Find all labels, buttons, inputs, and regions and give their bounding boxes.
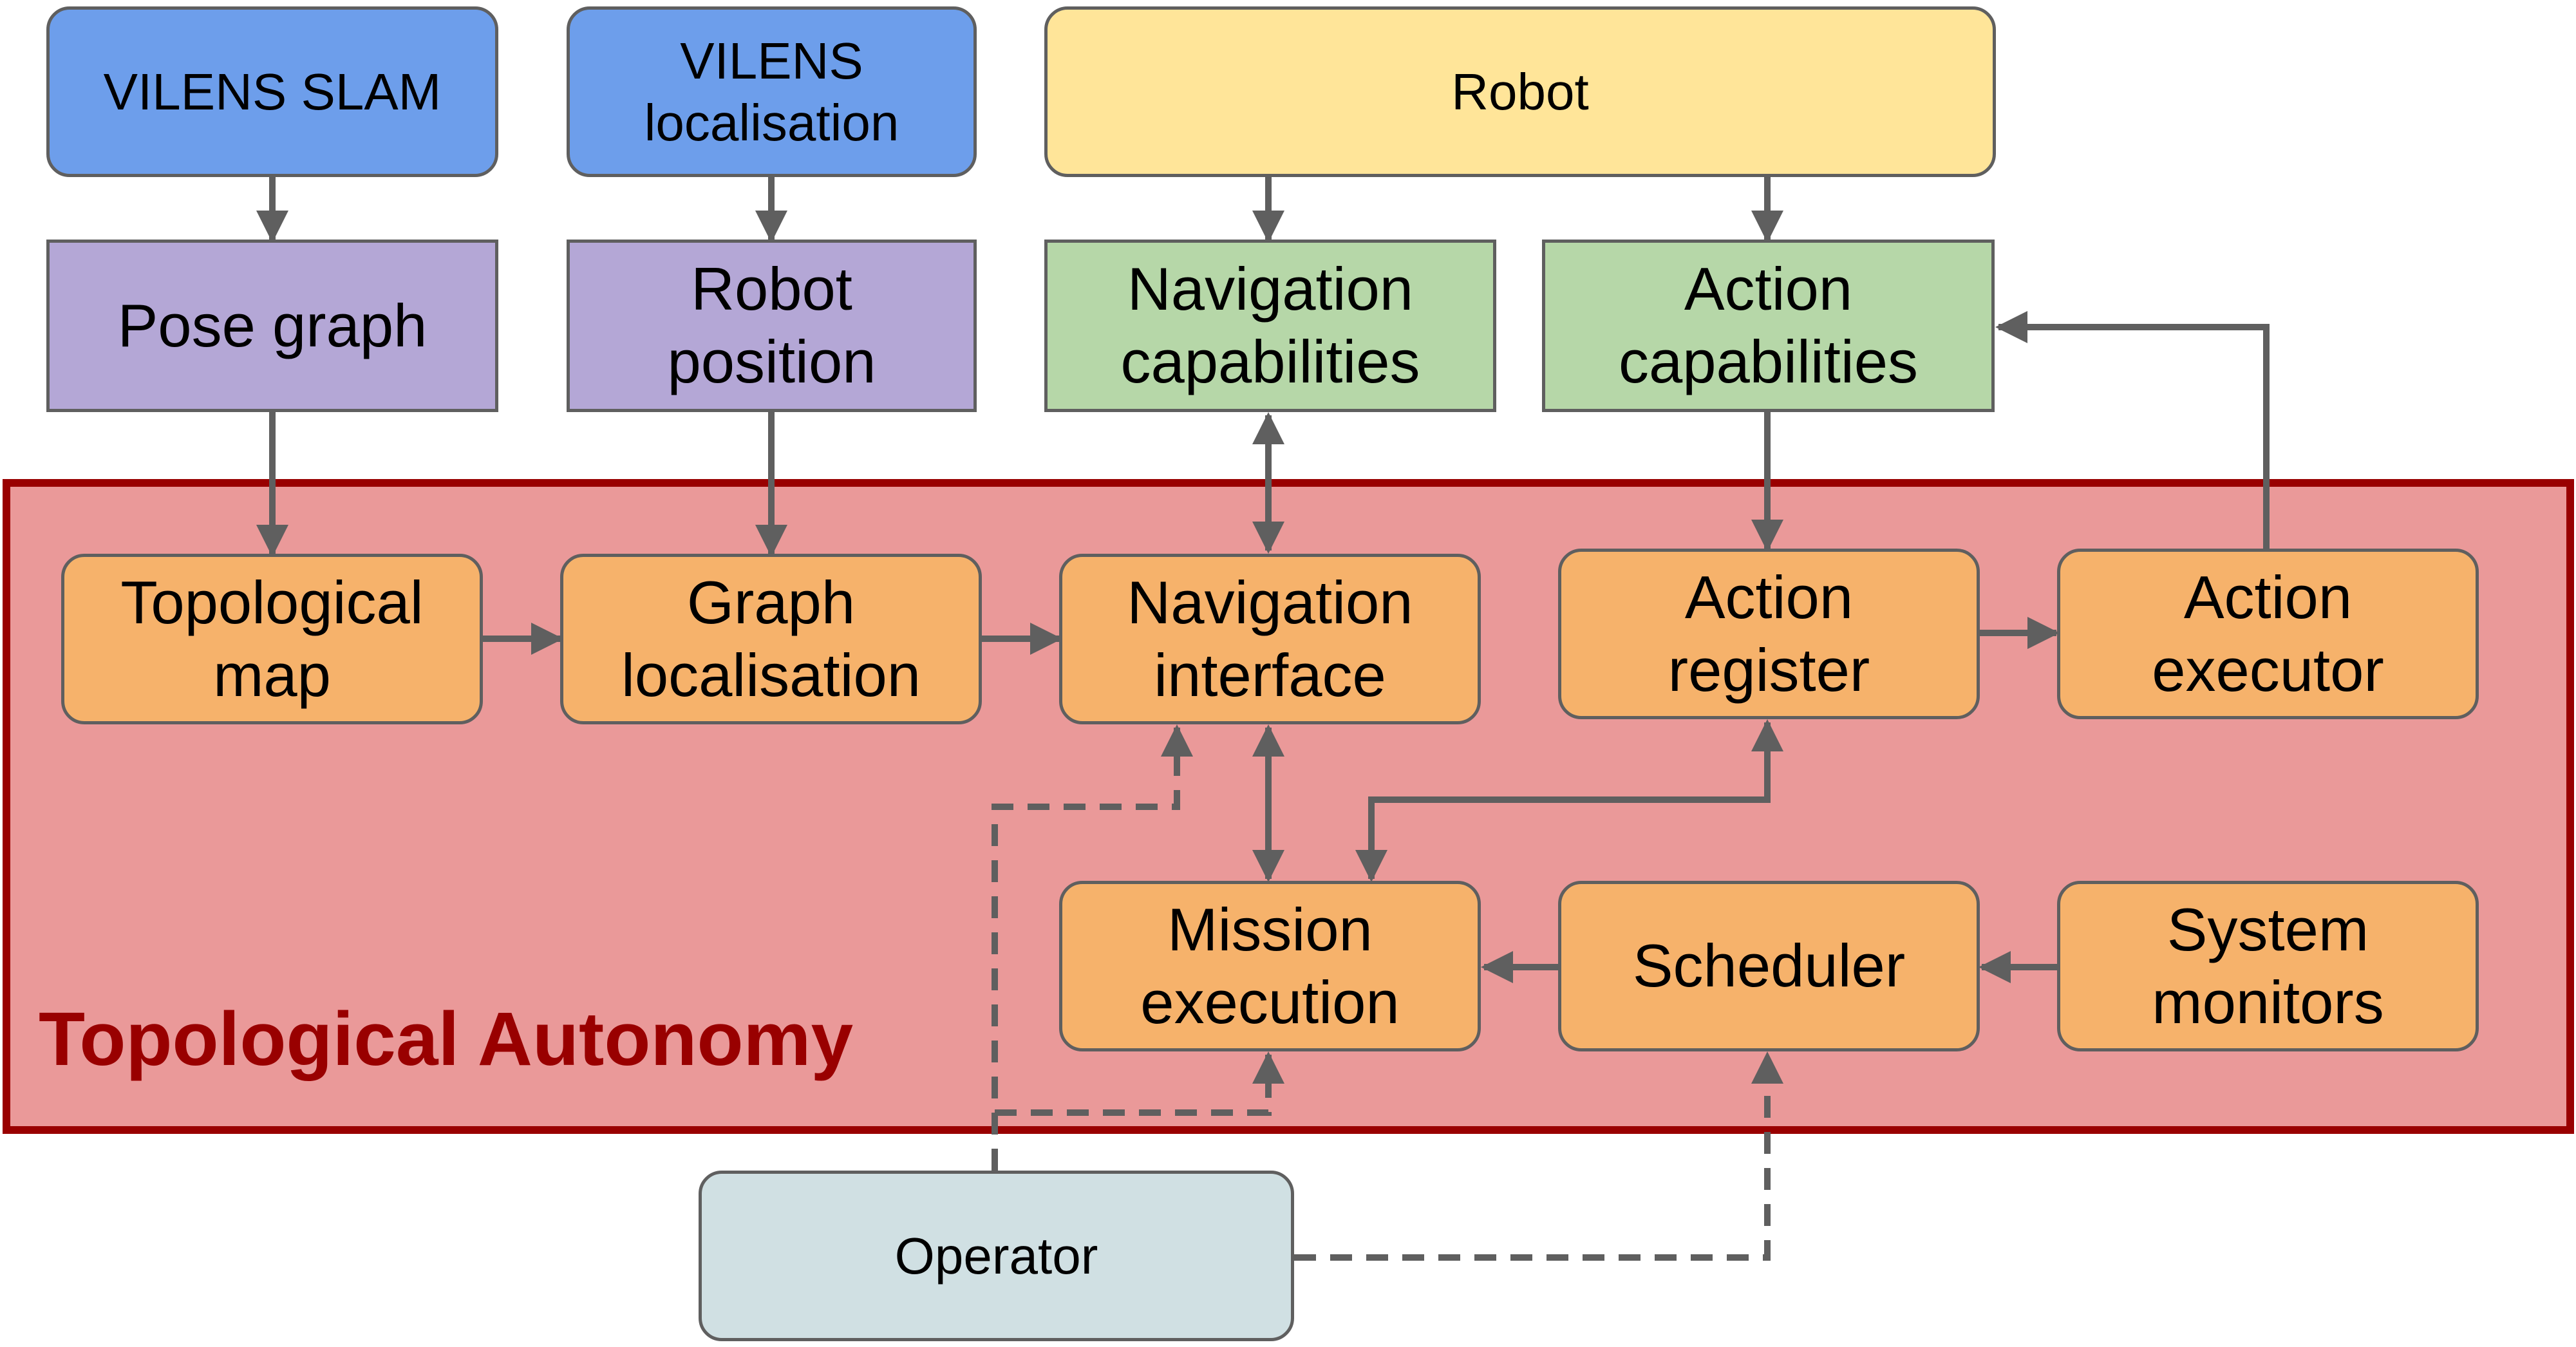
- graph-localisation-label: Graph localisation: [621, 568, 921, 709]
- edge-operator-to-scheduler: [1294, 1051, 1783, 1261]
- edge-action-executor-to-action-capabilities: [1995, 311, 2270, 549]
- topological-autonomy-title: Topological Autonomy: [39, 997, 854, 1082]
- vilens-slam-label: VILENS SLAM: [103, 62, 442, 120]
- graph-localisation-node: Graph localisation: [560, 554, 982, 724]
- topological-map-label: Topological map: [120, 568, 424, 709]
- operator-node: Operator: [699, 1171, 1294, 1341]
- scheduler-node: Scheduler: [1558, 881, 1980, 1051]
- robot-node: Robot: [1044, 6, 1996, 177]
- navigation-interface-node: Navigation interface: [1059, 554, 1481, 724]
- action-executor-label: Action executor: [2152, 563, 2384, 704]
- navigation-capabilities-node: Navigation capabilities: [1044, 240, 1496, 412]
- action-register-label: Action register: [1668, 563, 1870, 704]
- robot-position-label: Robot position: [667, 255, 876, 395]
- vilens-slam-node: VILENS SLAM: [46, 6, 498, 177]
- edge-operator-to-navigation-interface: [992, 724, 1193, 1171]
- system-monitors-node: System monitors: [2057, 881, 2479, 1051]
- navigation-capabilities-label: Navigation capabilities: [1120, 255, 1420, 395]
- action-capabilities-label: Action capabilities: [1618, 255, 1919, 395]
- robot-label: Robot: [1451, 62, 1589, 120]
- mission-execution-node: Mission execution: [1059, 881, 1481, 1051]
- edge-action-register-to-mission-execution: [1355, 719, 1783, 882]
- system-monitors-label: System monitors: [2152, 895, 2384, 1036]
- vilens-localisation-label: VILENS localisation: [644, 32, 899, 151]
- topological-map-node: Topological map: [61, 554, 483, 724]
- action-capabilities-node: Action capabilities: [1542, 240, 1995, 412]
- navigation-interface-label: Navigation interface: [1127, 568, 1413, 709]
- scheduler-label: Scheduler: [1632, 932, 1906, 1000]
- robot-position-node: Robot position: [567, 240, 977, 412]
- mission-execution-label: Mission execution: [1140, 895, 1400, 1036]
- operator-label: Operator: [894, 1227, 1098, 1285]
- action-register-node: Action register: [1558, 549, 1980, 719]
- vilens-localisation-node: VILENS localisation: [567, 6, 977, 177]
- edge-operator-to-mission-execution: [995, 1051, 1284, 1116]
- action-executor-node: Action executor: [2057, 549, 2479, 719]
- pose-graph-label: Pose graph: [117, 291, 428, 359]
- pose-graph-node: Pose graph: [46, 240, 498, 412]
